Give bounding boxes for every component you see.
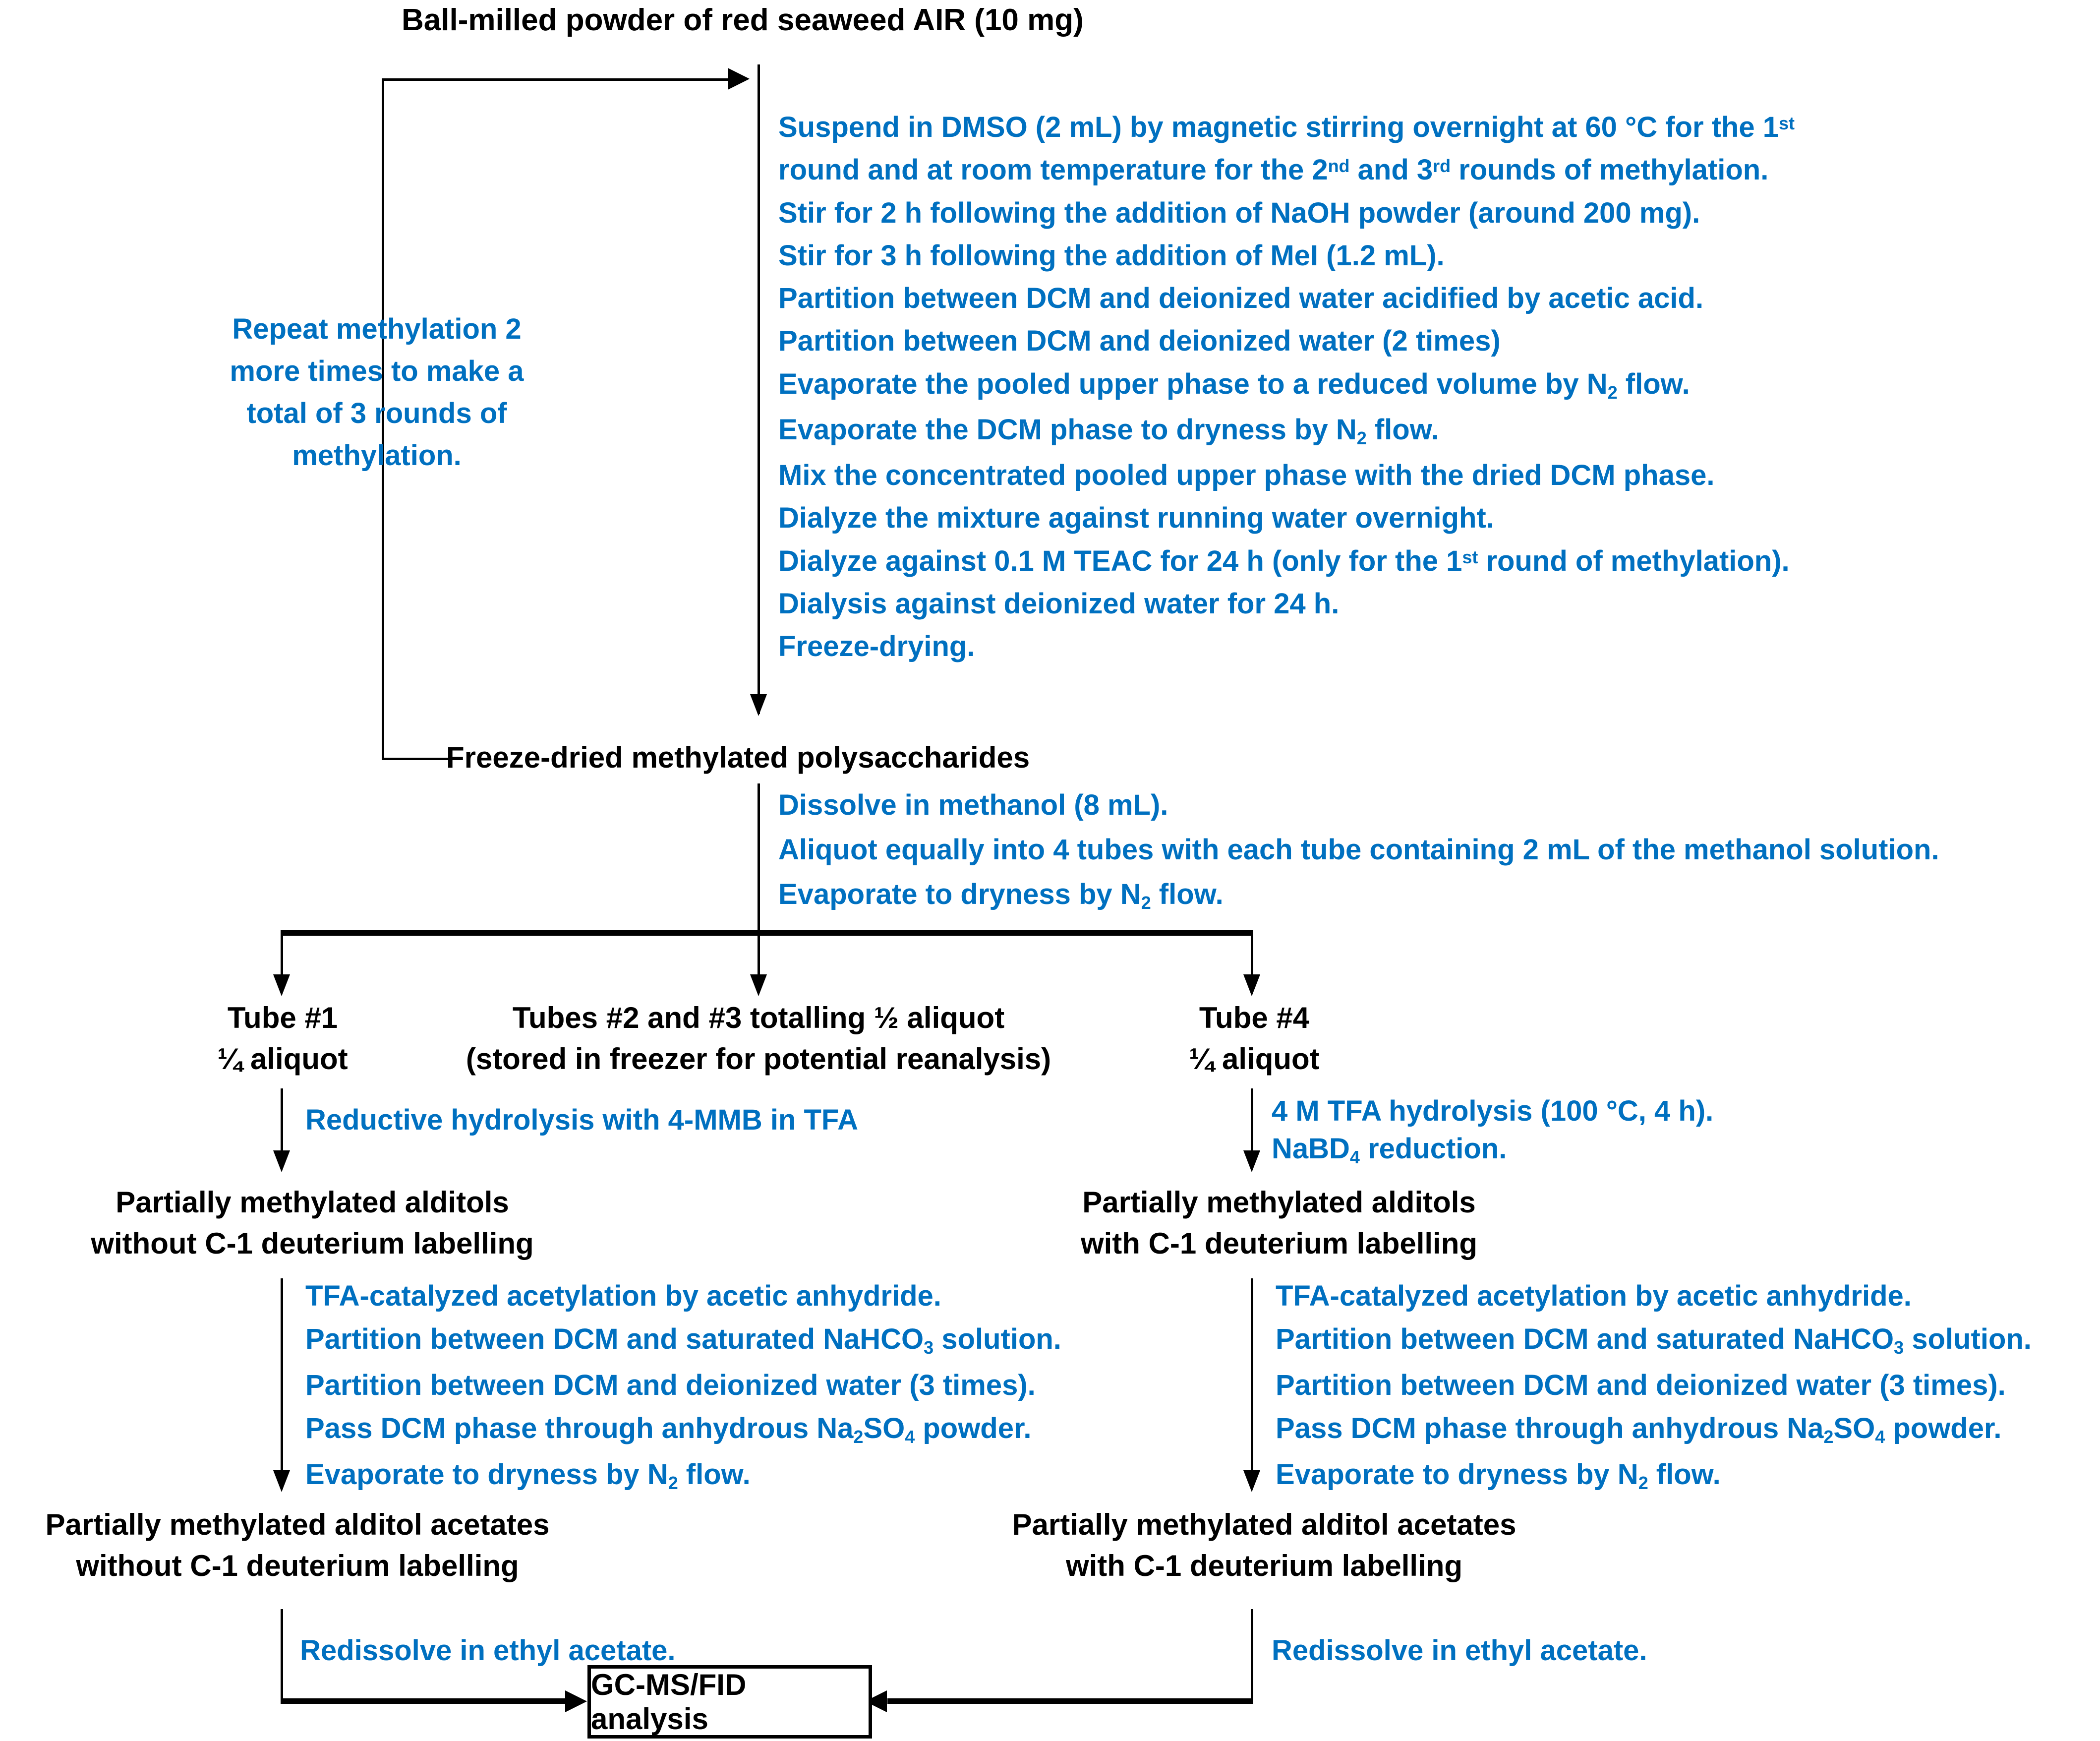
trunk-aliquot [758, 783, 760, 982]
left-acetylation-step-3: Partition between DCM and deionized wate… [305, 1369, 1036, 1402]
recycle-note-line-1: Repeat methylation 2 [232, 313, 522, 345]
right-acetates-line-1: Partially methylated alditol acetates [1012, 1508, 1517, 1541]
methylation-step-3: Stir for 3 h following the addition of M… [778, 240, 1445, 272]
right-final-connector-vertical [1251, 1609, 1253, 1701]
left-acetates-line-2: without C-1 deuterium labelling [76, 1549, 519, 1582]
left-final-connector-horizontal [281, 1698, 568, 1704]
node-freeze-dried-polysaccharides: Freeze-dried methylated polysaccharides [446, 741, 1030, 774]
left-acetylation-step-2: Partition between DCM and saturated NaHC… [305, 1323, 1061, 1358]
recycle-loop-bottom-segment [382, 758, 454, 760]
tube-1-line-1: Tube #1 [227, 1001, 338, 1034]
right-redissolve-step: Redissolve in ethyl acetate. [1272, 1634, 1647, 1667]
right-hydrolysis-step-1: 4 M TFA hydrolysis (100 °C, 4 h). [1272, 1095, 1714, 1127]
right-acetylation-step-5: Evaporate to dryness by N2 flow. [1276, 1458, 1721, 1494]
aliquot-step-1: Dissolve in methanol (8 mL). [778, 789, 1168, 821]
left-acetylation-connector [281, 1278, 283, 1489]
tubes-23-line-1: Tubes #2 and #3 totalling ½ aliquot [512, 1001, 1005, 1034]
node-left-acetates: Partially methylated alditol acetates wi… [10, 1507, 585, 1583]
methylation-step-list: Suspend in DMSO (2 mL) by magnetic stirr… [778, 111, 1795, 661]
methylation-step-2: Stir for 2 h following the addition of N… [778, 197, 1700, 229]
branch-arrowhead-tube4 [1243, 974, 1260, 996]
left-alditols-line-1: Partially methylated alditols [116, 1186, 509, 1219]
tube-1-line-2: ¼ aliquot [217, 1042, 348, 1076]
tubes-23-line-2: (stored in freezer for potential reanaly… [466, 1042, 1051, 1076]
methylation-step-11: Dialysis against deionized water for 24 … [778, 588, 1340, 620]
left-final-connector-vertical [281, 1609, 283, 1701]
right-acetylation-step-list: TFA-catalyzed acetylation by acetic anhy… [1276, 1280, 2032, 1492]
recycle-loop-top-segment [382, 78, 729, 81]
right-acetylation-step-2: Partition between DCM and saturated NaHC… [1276, 1323, 2032, 1358]
right-alditols-line-1: Partially methylated alditols [1082, 1186, 1476, 1219]
node-left-alditols: Partially methylated alditols without C-… [50, 1185, 575, 1261]
aliquot-step-2: Aliquot equally into 4 tubes with each t… [778, 834, 1939, 866]
methylation-step-4: Partition between DCM and deionized wate… [778, 282, 1704, 314]
right-alditols-line-2: with C-1 deuterium labelling [1080, 1227, 1478, 1260]
right-acetylation-connector [1251, 1278, 1253, 1489]
right-hydrolysis-arrowhead [1243, 1150, 1260, 1172]
left-hydrolysis-connector [281, 1088, 283, 1168]
node-right-alditols: Partially methylated alditols with C-1 d… [1016, 1185, 1542, 1261]
methylation-step-1b: round and at room temperature for the 2n… [778, 154, 1769, 186]
left-final-arrowhead [565, 1690, 587, 1712]
methylation-step-8: Mix the concentrated pooled upper phase … [778, 459, 1715, 492]
branch-arrowhead-tube1 [273, 974, 290, 996]
recycle-note-line-3: total of 3 rounds of [246, 397, 507, 429]
right-final-connector-horizontal [887, 1698, 1253, 1704]
recycle-note-line-2: more times to make a [230, 355, 524, 387]
right-acetylation-arrowhead [1243, 1470, 1260, 1492]
left-acetylation-step-4: Pass DCM phase through anhydrous Na2SO4 … [305, 1412, 1032, 1447]
node-starting-material: Ball-milled powder of red seaweed AIR (1… [402, 3, 1084, 37]
node-right-acetates: Partially methylated alditol acetates wi… [977, 1507, 1552, 1583]
aliquot-step-3: Evaporate to dryness by N2 flow. [778, 878, 1224, 913]
left-acetylation-step-5: Evaporate to dryness by N2 flow. [305, 1458, 751, 1494]
left-acetylation-step-list: TFA-catalyzed acetylation by acetic anhy… [305, 1280, 1061, 1492]
aliquot-step-list: Dissolve in methanol (8 mL). Aliquot equ… [778, 789, 1939, 912]
methylation-step-12: Freeze-drying. [778, 630, 975, 663]
left-hydrolysis-arrowhead [273, 1150, 290, 1172]
branch-leg-tube1 [281, 930, 283, 990]
node-gcms-fid-analysis[interactable]: GC-MS/FID analysis [587, 1665, 872, 1739]
tube-4-line-2: ¼ aliquot [1189, 1042, 1320, 1076]
main-trunk-arrowhead-methylation [750, 694, 767, 716]
right-acetates-line-2: with C-1 deuterium labelling [1065, 1549, 1463, 1582]
gcms-fid-label: GC-MS/FID analysis [591, 1668, 747, 1736]
node-tubes-2-3: Tubes #2 and #3 totalling ½ aliquot (sto… [441, 1001, 1076, 1076]
left-alditols-line-2: without C-1 deuterium labelling [91, 1227, 534, 1260]
left-hydrolysis-step: Reductive hydrolysis with 4-MMB in TFA [305, 1104, 859, 1136]
recycle-loop-left-segment [382, 78, 384, 760]
recycle-note-line-4: methylation. [292, 439, 462, 472]
methylation-step-5: Partition between DCM and deionized wate… [778, 325, 1501, 357]
right-acetylation-step-1: TFA-catalyzed acetylation by acetic anhy… [1276, 1280, 1912, 1312]
node-tube-1: Tube #1 ¼ aliquot [178, 1001, 387, 1076]
main-trunk-methylation [758, 64, 760, 714]
left-acetylation-arrowhead [273, 1470, 290, 1492]
methylation-step-7: Evaporate the DCM phase to dryness by N2… [778, 414, 1439, 449]
methylation-step-10: Dialyze against 0.1 M TEAC for 24 h (onl… [778, 545, 1790, 578]
right-acetylation-step-4: Pass DCM phase through anhydrous Na2SO4 … [1276, 1412, 2002, 1447]
recycle-note: Repeat methylation 2 more times to make … [188, 312, 565, 472]
branch-leg-tube23 [758, 930, 760, 990]
right-acetylation-step-3: Partition between DCM and deionized wate… [1276, 1369, 2006, 1402]
branch-leg-tube4 [1251, 930, 1253, 990]
node-tube-4: Tube #4 ¼ aliquot [1150, 1001, 1358, 1076]
tube-4-line-1: Tube #4 [1199, 1001, 1310, 1034]
left-redissolve-step: Redissolve in ethyl acetate. [300, 1634, 676, 1667]
methylation-step-1a: Suspend in DMSO (2 mL) by magnetic stirr… [778, 111, 1795, 143]
branch-arrowhead-tube23 [750, 974, 767, 996]
branch-distribution-bar [282, 930, 1253, 936]
recycle-loop-arrowhead-into-main [728, 68, 750, 90]
right-hydrolysis-connector [1251, 1088, 1253, 1168]
left-acetates-line-1: Partially methylated alditol acetates [45, 1508, 550, 1541]
methylation-step-6: Evaporate the pooled upper phase to a re… [778, 368, 1690, 403]
methylation-step-9: Dialyze the mixture against running wate… [778, 502, 1494, 535]
right-hydrolysis-step-2: NaBD4 reduction. [1272, 1133, 1507, 1168]
left-acetylation-step-1: TFA-catalyzed acetylation by acetic anhy… [305, 1280, 941, 1312]
